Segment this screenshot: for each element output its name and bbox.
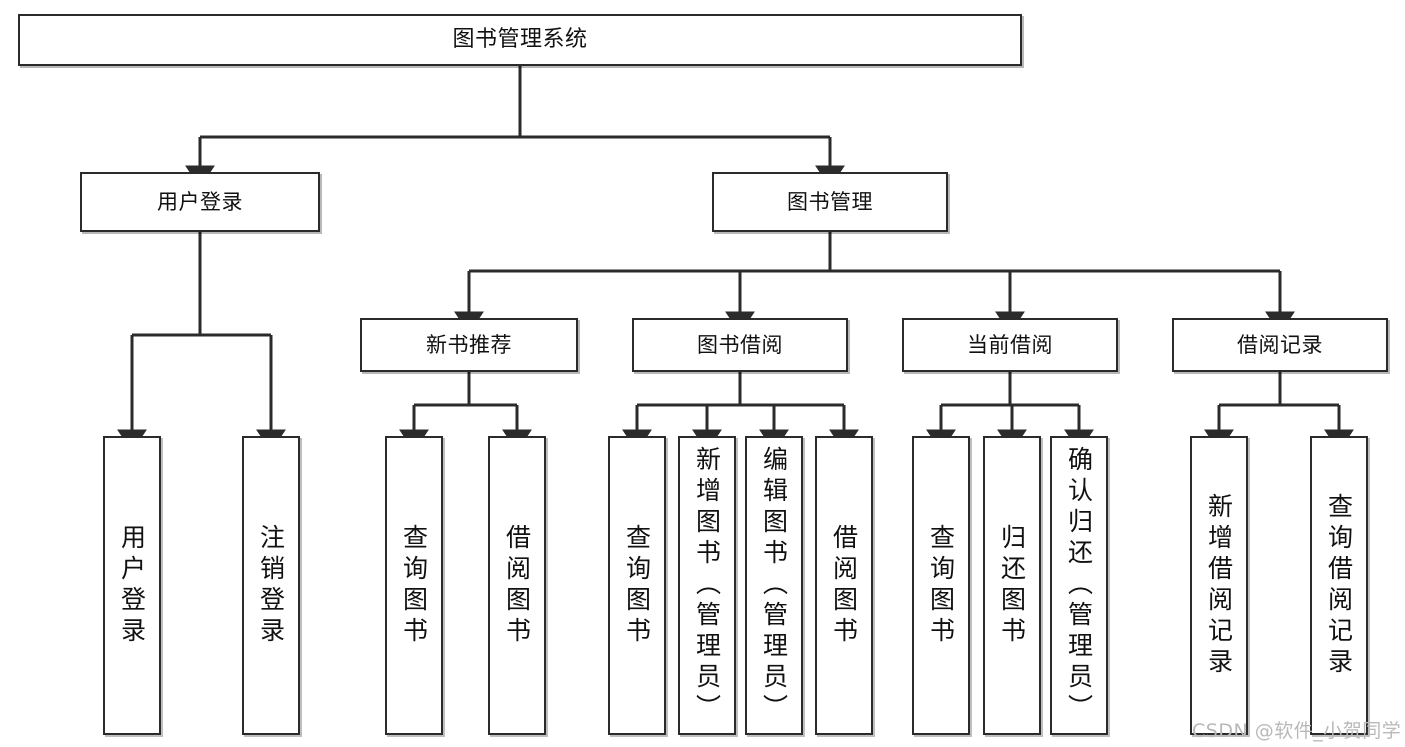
node-leaf-10[interactable]: 确认归还（管理员） <box>1050 436 1108 735</box>
node-level2-0[interactable]: 新书推荐 <box>360 318 578 372</box>
node-leaf-9[interactable]: 归还图书 <box>983 436 1041 735</box>
node-leaf-0[interactable]: 用户登录 <box>103 436 161 735</box>
watermark-text: CSDN @软件_小贺同学 <box>1192 720 1402 742</box>
node-level2-3[interactable]: 借阅记录 <box>1172 318 1388 372</box>
node-leaf-2[interactable]: 查询图书 <box>385 436 443 735</box>
node-label: 查询图书 <box>622 523 652 648</box>
node-leaf-3[interactable]: 借阅图书 <box>488 436 546 735</box>
node-level1-0[interactable]: 用户登录 <box>80 172 320 232</box>
node-leaf-1[interactable]: 注销登录 <box>242 436 300 735</box>
node-label: 新书推荐 <box>426 332 512 357</box>
node-label: 查询图书 <box>399 523 429 648</box>
node-label: 新增借阅记录 <box>1204 492 1234 679</box>
node-leaf-5[interactable]: 新增图书（管理员） <box>678 436 736 735</box>
node-level1-1[interactable]: 图书管理 <box>712 172 948 232</box>
node-label: 注销登录 <box>256 523 286 648</box>
node-leaf-6[interactable]: 编辑图书（管理员） <box>745 436 803 735</box>
node-label: 查询借阅记录 <box>1324 492 1354 679</box>
node-label: 图书借阅 <box>697 332 783 357</box>
node-label: 借阅图书 <box>829 523 859 648</box>
node-leaf-11[interactable]: 新增借阅记录 <box>1190 436 1248 735</box>
node-label: 归还图书 <box>997 523 1027 648</box>
node-label: 图书管理 <box>787 189 873 214</box>
edge-group <box>117 66 1354 452</box>
node-label: 编辑图书（管理员） <box>759 446 789 725</box>
node-label: 用户登录 <box>157 189 243 214</box>
node-leaf-7[interactable]: 借阅图书 <box>815 436 873 735</box>
node-level2-1[interactable]: 图书借阅 <box>632 318 848 372</box>
node-leaf-4[interactable]: 查询图书 <box>608 436 666 735</box>
node-label: 借阅记录 <box>1237 332 1323 357</box>
node-label: 确认归还（管理员） <box>1064 446 1094 725</box>
node-label: 当前借阅 <box>967 332 1053 357</box>
node-leaf-8[interactable]: 查询图书 <box>912 436 970 735</box>
node-label: 查询图书 <box>926 523 956 648</box>
node-leaf-12[interactable]: 查询借阅记录 <box>1310 436 1368 735</box>
node-label: 图书管理系统 <box>452 27 588 53</box>
node-label: 借阅图书 <box>502 523 532 648</box>
node-label: 新增图书（管理员） <box>692 446 722 725</box>
node-label: 用户登录 <box>117 523 147 648</box>
node-level2-2[interactable]: 当前借阅 <box>902 318 1118 372</box>
node-root[interactable]: 图书管理系统 <box>18 14 1022 66</box>
